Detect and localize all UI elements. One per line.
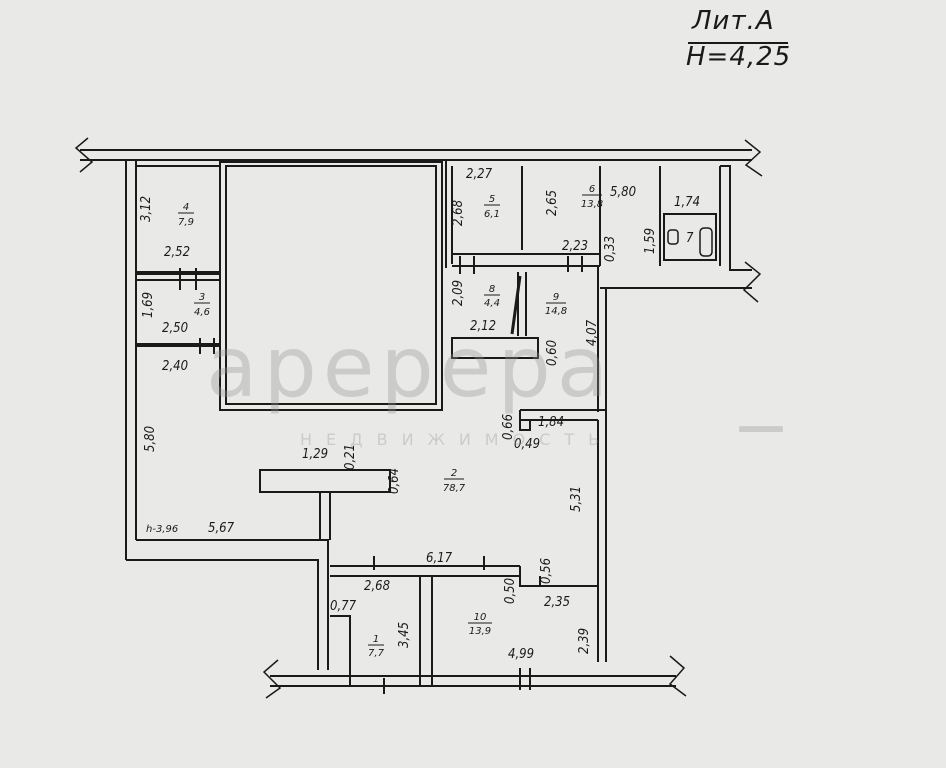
bathtub-icon bbox=[699, 227, 713, 257]
room-5-area: 6,1 bbox=[484, 209, 500, 220]
room-8-area: 4,4 bbox=[484, 298, 500, 309]
room-9-number: 9 bbox=[553, 292, 559, 303]
dim-209: 2,09 bbox=[451, 280, 466, 306]
room-labels: 4 7,9 3 4,6 5 6,1 6 13,8 7 8 4,4 9 14,8 … bbox=[178, 184, 694, 659]
dim-049: 0,49 bbox=[514, 437, 540, 452]
title-underline bbox=[688, 42, 788, 44]
dim-312: 3,12 bbox=[139, 196, 154, 222]
dim-580a: 5,80 bbox=[143, 426, 158, 452]
dim-060: 0,60 bbox=[545, 340, 560, 366]
door-marks bbox=[179, 256, 583, 694]
room-2-area: 78,7 bbox=[443, 483, 466, 494]
watermark-brand: аререра bbox=[206, 318, 615, 416]
dim-174: 1,74 bbox=[674, 195, 700, 210]
room-6-area: 13,8 bbox=[581, 199, 603, 210]
bathroom-fixtures bbox=[667, 227, 713, 257]
watermark-underline: _ bbox=[740, 334, 796, 432]
dim-056: 0,56 bbox=[539, 558, 554, 584]
dim-407: 4,07 bbox=[585, 319, 600, 346]
room-6-number: 6 bbox=[589, 184, 595, 195]
dim-531: 5,31 bbox=[569, 486, 584, 512]
toilet-icon bbox=[667, 229, 679, 245]
dim-345: 3,45 bbox=[397, 622, 412, 648]
ceiling-height: H=4,25 bbox=[686, 42, 792, 72]
dim-077: 0,77 bbox=[330, 599, 357, 614]
dim-212: 2,12 bbox=[470, 319, 496, 334]
dim-396: h-3,96 bbox=[146, 524, 178, 535]
dim-021: 0,21 bbox=[343, 444, 358, 470]
dim-223: 2,23 bbox=[562, 239, 588, 254]
dim-240: 2,40 bbox=[162, 359, 188, 374]
dim-252: 2,52 bbox=[164, 245, 190, 260]
room-2-number: 2 bbox=[451, 468, 457, 479]
dim-227: 2,27 bbox=[466, 167, 493, 182]
dim-617: 6,17 bbox=[426, 551, 453, 566]
room-1-area: 7,7 bbox=[368, 648, 385, 659]
dim-184: 1,84 bbox=[538, 415, 564, 430]
dim-265: 2,65 bbox=[545, 190, 560, 216]
dim-250: 2,50 bbox=[162, 321, 188, 336]
dim-169: 1,69 bbox=[141, 292, 156, 318]
dim-033: 0,33 bbox=[603, 236, 618, 262]
watermark-subtitle: НЕДВИЖИМОСТЬ bbox=[300, 430, 614, 449]
dim-580b: 5,80 bbox=[610, 185, 636, 200]
room-10-number: 10 bbox=[474, 612, 487, 623]
dim-567: 5,67 bbox=[208, 521, 235, 536]
dimension-labels: 3,12 2,52 1,69 2,50 2,40 5,80 5,67 h-3,9… bbox=[139, 167, 700, 662]
room-7-number: 7 bbox=[686, 231, 694, 246]
dim-235: 2,35 bbox=[544, 595, 570, 610]
room-3-number: 3 bbox=[199, 292, 205, 303]
dim-268b: 2,68 bbox=[364, 579, 390, 594]
room-3-area: 4,6 bbox=[194, 307, 210, 318]
room-8-number: 8 bbox=[489, 284, 495, 295]
dim-050: 0,50 bbox=[503, 578, 518, 604]
room-1-number: 1 bbox=[373, 634, 379, 645]
dim-064: 0,64 bbox=[387, 468, 402, 494]
dim-239: 2,39 bbox=[577, 628, 592, 654]
room-10-area: 13,9 bbox=[469, 626, 491, 637]
room-5-number: 5 bbox=[489, 194, 495, 205]
room-9-area: 14,8 bbox=[545, 306, 567, 317]
dim-159: 1,59 bbox=[643, 228, 658, 254]
building-letter: Лит.А bbox=[692, 6, 775, 36]
dim-066: 0,66 bbox=[501, 414, 516, 440]
dim-499: 4,99 bbox=[508, 647, 534, 662]
room-4-area: 7,9 bbox=[178, 217, 194, 228]
room-4-number: 4 bbox=[183, 202, 189, 213]
dim-129: 1,29 bbox=[302, 447, 328, 462]
walls bbox=[74, 137, 763, 699]
dim-268a: 2,68 bbox=[451, 200, 466, 226]
